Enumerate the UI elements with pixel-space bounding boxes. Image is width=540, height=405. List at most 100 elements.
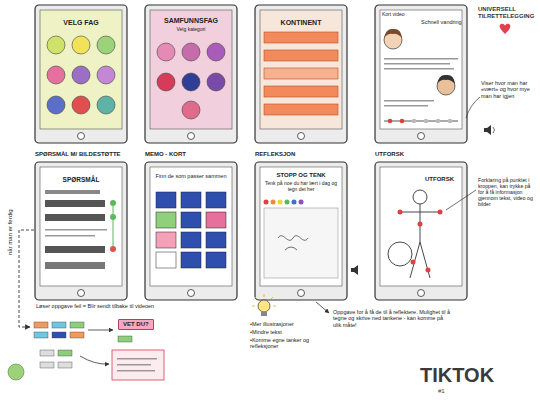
screen-heading: REFLEKSJON bbox=[255, 151, 347, 158]
subject-circle bbox=[72, 96, 90, 114]
topic-bar bbox=[264, 32, 338, 43]
text-line bbox=[117, 370, 155, 372]
home-button bbox=[78, 290, 85, 297]
note-text: Viser hvor man har «vært» og hvor mye ma… bbox=[481, 80, 537, 99]
tablet-screen: VELG FAG bbox=[35, 5, 127, 143]
memo-card bbox=[156, 252, 176, 268]
status-line bbox=[113, 206, 114, 246]
bulb-base bbox=[261, 312, 267, 316]
tablet-frame bbox=[35, 162, 127, 300]
tablet-screen: KONTINENT bbox=[255, 5, 347, 143]
subject-circle bbox=[47, 96, 65, 114]
memo-card bbox=[181, 212, 201, 228]
hair bbox=[437, 75, 455, 84]
flow-card bbox=[52, 322, 66, 328]
text-line bbox=[384, 58, 458, 60]
body-points bbox=[398, 210, 443, 273]
color-dot bbox=[271, 200, 276, 205]
flow-card bbox=[58, 350, 72, 356]
tag-box: VET DU? bbox=[118, 319, 154, 330]
color-dot bbox=[285, 200, 290, 205]
progress-dot bbox=[448, 119, 453, 124]
hair bbox=[384, 29, 402, 38]
subject-circles bbox=[47, 36, 115, 114]
flow-card bbox=[34, 332, 48, 338]
screen bbox=[40, 10, 122, 129]
body-limbs bbox=[398, 204, 442, 278]
question-screen bbox=[45, 190, 116, 269]
flow-card bbox=[70, 332, 84, 338]
body-point bbox=[411, 260, 416, 265]
category-circle bbox=[207, 73, 225, 91]
body-point bbox=[398, 210, 403, 215]
text-line bbox=[384, 63, 450, 65]
memo-card bbox=[181, 252, 201, 268]
home-button bbox=[188, 290, 195, 297]
status-dot bbox=[110, 200, 116, 206]
lightbulb bbox=[252, 294, 276, 316]
text-line bbox=[384, 105, 428, 107]
memo-card bbox=[156, 192, 176, 208]
speaker-icon bbox=[351, 265, 358, 275]
answer-bar bbox=[45, 200, 105, 207]
screen-heading: KONTINENT bbox=[261, 19, 341, 27]
callout-arrow bbox=[316, 302, 329, 313]
screen-heading: MEMO - KORT bbox=[145, 151, 237, 158]
text-line bbox=[384, 100, 434, 102]
note-text: når man er ferdig bbox=[7, 209, 14, 255]
topic-bar bbox=[264, 86, 338, 97]
category-circle bbox=[157, 43, 175, 61]
tablet-frame bbox=[375, 162, 467, 300]
home-button bbox=[188, 133, 195, 140]
body-figure bbox=[388, 190, 442, 278]
note-text: •Mer illustrasjoner bbox=[250, 321, 332, 327]
color-dot bbox=[278, 200, 283, 205]
memo-cards bbox=[156, 192, 226, 268]
flow-arrow bbox=[80, 356, 109, 364]
memo-card bbox=[156, 212, 176, 228]
tablet-frame bbox=[255, 162, 347, 300]
speaker-body bbox=[484, 125, 491, 135]
note-text: •Mindre tekst bbox=[250, 329, 332, 335]
tablet-screens bbox=[40, 10, 462, 286]
flow-card bbox=[40, 350, 54, 356]
text-line bbox=[45, 235, 95, 237]
screen-heading: VET DU? bbox=[123, 321, 149, 328]
screen bbox=[380, 10, 462, 129]
answer-bar bbox=[45, 246, 105, 253]
flow-sketch bbox=[34, 322, 164, 380]
home-button bbox=[298, 290, 305, 297]
category-circle bbox=[157, 73, 175, 91]
status-dot bbox=[110, 246, 116, 252]
tablet-frame bbox=[145, 162, 237, 300]
green-blob bbox=[8, 364, 24, 380]
color-dot bbox=[299, 200, 304, 205]
scribble bbox=[278, 236, 308, 250]
progress-bar bbox=[384, 121, 458, 122]
tablet-frame bbox=[145, 5, 237, 143]
flow-card bbox=[34, 322, 48, 328]
subject-circle bbox=[72, 66, 90, 84]
note-text: Forklaring på punktet i kroppen, kan try… bbox=[478, 178, 536, 208]
screen-heading: SPØRSMÅL M/ BILDESTØTTE bbox=[35, 151, 145, 158]
note-text: Oppgave for å få de til å reflektere. Mu… bbox=[333, 309, 451, 328]
subject-circle bbox=[72, 36, 90, 54]
title-text: TIKTOK bbox=[420, 364, 510, 387]
progress-dot bbox=[424, 119, 429, 124]
tablet-screen: REFLEKSJONSTOPP OG TENKTenk på noe du ha… bbox=[255, 162, 347, 300]
note-text: UNIVERSELL TILRETTELEGGING bbox=[478, 6, 538, 20]
category-circle bbox=[207, 43, 225, 61]
topic-bar bbox=[264, 104, 338, 115]
subject-circle bbox=[97, 96, 115, 114]
home-button bbox=[298, 133, 305, 140]
tablet-screen: MEMO - KORTFinn de som passer sammen bbox=[145, 162, 237, 300]
home-button bbox=[418, 133, 425, 140]
flow-card bbox=[40, 362, 54, 368]
home-buttons bbox=[78, 133, 425, 297]
memo-card bbox=[206, 232, 226, 248]
screen bbox=[150, 167, 232, 286]
screen-text: UTFORSK bbox=[425, 176, 463, 183]
screen bbox=[260, 10, 342, 129]
screen-heading: Kort video bbox=[382, 12, 422, 18]
tablet-frames bbox=[35, 5, 467, 300]
